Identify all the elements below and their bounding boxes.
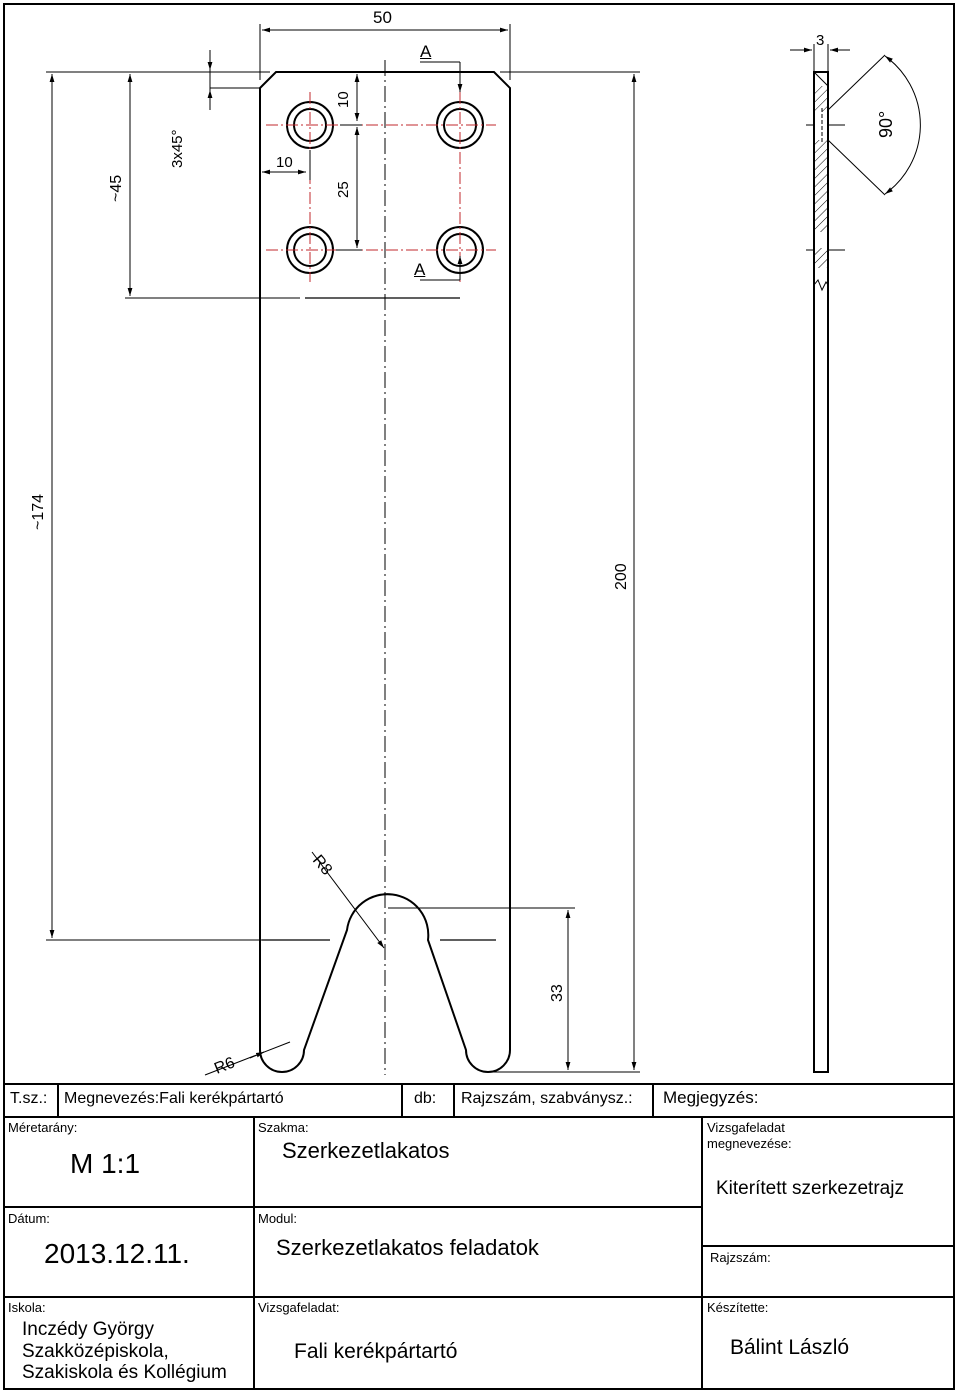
modul-label: Modul: [258, 1211, 298, 1226]
dim-offset-10-v: 10 [335, 91, 352, 108]
dim-chamfer: 3x45° [169, 129, 186, 168]
section-a-top-label: A [420, 42, 432, 61]
iskola-line3: Szakiskola és Kollégium [22, 1362, 227, 1383]
szakma-value: Szerkezetlakatos [282, 1138, 450, 1163]
hole-center-lines [266, 92, 496, 282]
megjegyzes-label: Megjegyzés: [663, 1088, 759, 1107]
dim-length-174: ~174 [30, 493, 47, 530]
vizsgafeladat-megnev-label-2: megnevezése: [707, 1136, 792, 1151]
datum-label: Dátum: [8, 1211, 50, 1226]
modul-value: Szerkezetlakatos feladatok [276, 1235, 539, 1260]
meretarany-label: Méretarány: [8, 1120, 78, 1135]
side-view [790, 44, 921, 1073]
iskola-line2: Szakközépiskola, [22, 1341, 169, 1362]
keszitette-label: Készítette: [707, 1300, 769, 1315]
dimension-lines [46, 24, 640, 1076]
dim-length-200: 200 [613, 563, 630, 590]
sheet-border [3, 3, 955, 1390]
dim-length-45: ~45 [108, 174, 125, 202]
tsz-label: T.sz.: [10, 1090, 48, 1107]
title-block-grid [4, 1083, 954, 1389]
dim-slot-33: 33 [549, 984, 566, 1002]
bend-lines [262, 297, 496, 941]
dim-spacing-25: 25 [335, 181, 352, 198]
dim-thickness-3: 3 [816, 32, 825, 49]
rajzszam-label: Rajzszám: [710, 1250, 771, 1265]
megnevezes-field: Megnevezés:Fali kerékpártartó [64, 1090, 284, 1107]
vizsgafeladat-label: Vizsgafeladat: [258, 1300, 340, 1315]
part-outline [259, 71, 511, 1073]
vizsgafeladat-megnev-value: Kiterített szerkezetrajz [716, 1178, 904, 1199]
iskola-label: Iskola: [8, 1300, 46, 1315]
szakma-label: Szakma: [258, 1120, 309, 1135]
section-a-bottom-label: A [414, 260, 426, 279]
rajzszam-szabvany-label: Rajzszám, szabványsz.: [461, 1090, 633, 1107]
vizsgafeladat-megnev-label-1: Vizsgafeladat [707, 1120, 785, 1135]
vizsgafeladat-value: Fali kerékpártartó [294, 1340, 458, 1363]
keszitette-value: Bálint László [730, 1336, 850, 1359]
dim-width-50: 50 [373, 8, 392, 27]
dim-angle-90: 90° [876, 110, 896, 138]
datum-value: 2013.12.11. [44, 1238, 190, 1269]
iskola-line1: Inczédy György [22, 1319, 154, 1340]
dim-offset-10-h: 10 [276, 154, 293, 171]
db-label: db: [414, 1090, 437, 1107]
meretarany-value: M 1:1 [70, 1148, 141, 1179]
